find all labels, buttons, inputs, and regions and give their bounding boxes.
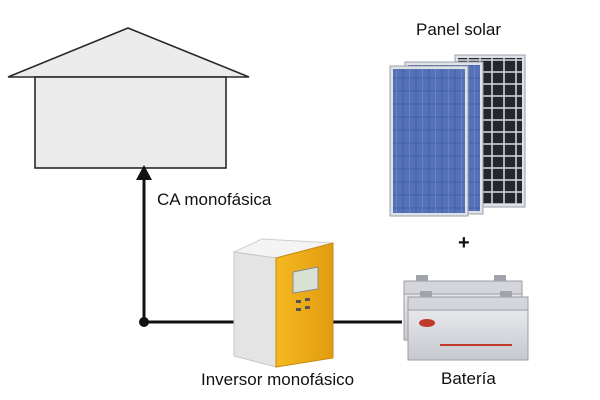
ac-line-label: CA monofásica xyxy=(157,190,272,209)
solar-panel-label: Panel solar xyxy=(416,20,502,39)
house-roof xyxy=(7,27,250,78)
inverter-display xyxy=(292,266,319,294)
inverter-button xyxy=(296,300,301,303)
battery-logo-icon xyxy=(419,319,435,327)
inverter-side xyxy=(233,251,277,368)
wiring xyxy=(136,165,402,327)
solar-panels xyxy=(389,54,526,217)
house xyxy=(7,27,250,169)
plus-sign: + xyxy=(458,232,470,254)
inverter-button xyxy=(305,306,310,309)
inverter-front xyxy=(275,242,334,368)
inverter-label: Inversor monofásico xyxy=(201,370,355,389)
battery-front xyxy=(407,291,529,361)
solar-panel-front xyxy=(389,65,469,217)
junction-dot xyxy=(139,317,149,327)
inverter xyxy=(232,238,334,368)
arrow-up-icon xyxy=(136,165,152,180)
house-body xyxy=(34,76,227,169)
battery-red-stripe xyxy=(440,344,512,346)
inverter-button xyxy=(296,308,301,311)
battery-label: Batería xyxy=(441,369,496,388)
inverter-button xyxy=(305,298,310,301)
batteries xyxy=(403,275,529,361)
